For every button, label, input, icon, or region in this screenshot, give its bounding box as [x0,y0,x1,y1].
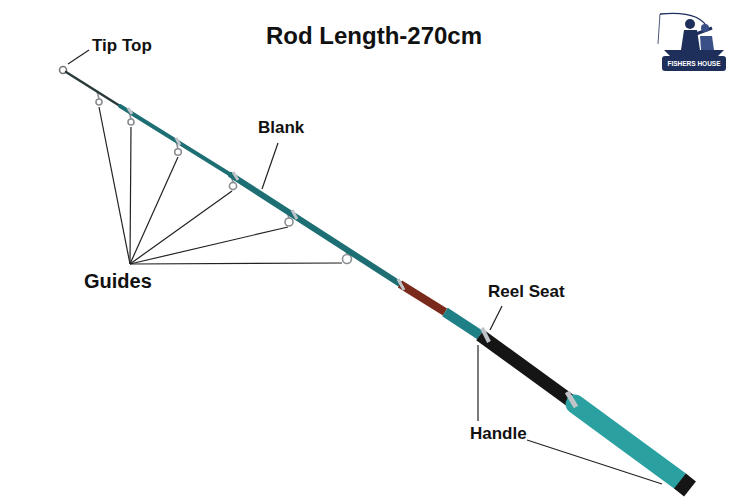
logo-text: FISHERS HOUSE [662,56,726,71]
leader-lines [68,50,662,484]
part-label: Handle [470,424,527,444]
diagram-title: Rod Length-270cm [266,22,482,50]
part-label: Blank [258,118,304,138]
rod [60,67,691,490]
logo [658,13,726,71]
part-label: Reel Seat [488,282,565,302]
part-label: Guides [84,270,152,293]
part-label: Tip Top [92,36,152,56]
rod-guides [96,91,352,264]
